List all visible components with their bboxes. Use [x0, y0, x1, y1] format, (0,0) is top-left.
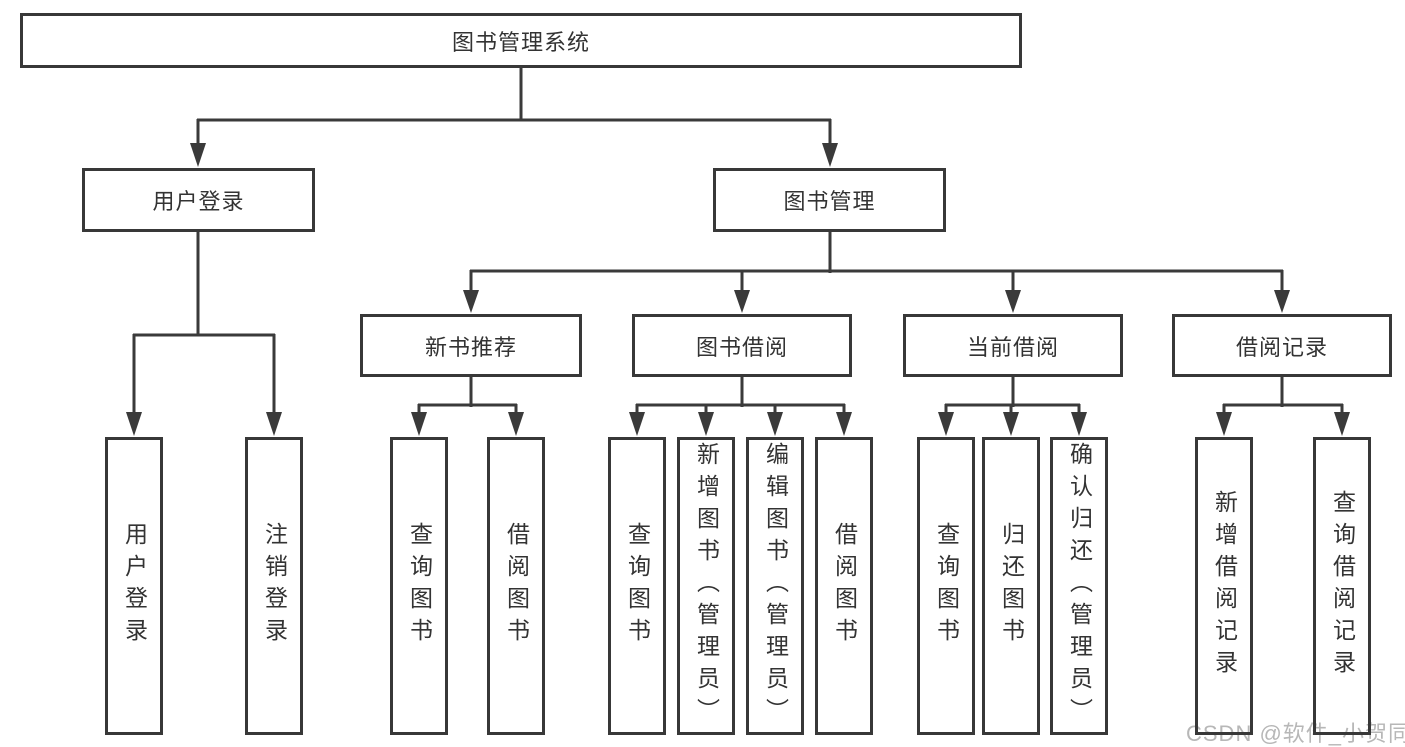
- node-label: 查询图书: [406, 522, 433, 650]
- node-label: 图书借阅: [695, 334, 788, 360]
- leaf-query-book: 查询图书: [917, 437, 975, 735]
- arrowhead: [1334, 412, 1350, 436]
- node-label: 图书管理: [783, 189, 876, 214]
- node-label: 确认归还（管理员）: [1066, 442, 1093, 730]
- leaf-borrow-book: 借阅图书: [815, 437, 873, 735]
- arrowhead: [266, 412, 282, 436]
- node-label: 当前借阅: [966, 334, 1059, 360]
- arrowhead: [190, 143, 206, 167]
- node-label: 借阅记录: [1235, 334, 1328, 360]
- arrowhead: [734, 290, 750, 313]
- leaf-add-borrow-record: 新增借阅记录: [1195, 437, 1253, 735]
- node-label: 新书推荐: [424, 334, 517, 360]
- arrowhead: [126, 412, 142, 436]
- node-label: 注销登录: [261, 522, 288, 650]
- node-new-book-recommend: 新书推荐: [360, 314, 582, 377]
- node-user-login: 用户登录: [82, 168, 315, 232]
- node-library-management-system: 图书管理系统: [20, 13, 1022, 68]
- leaf-query-borrow-record: 查询借阅记录: [1313, 437, 1371, 735]
- node-label: 借阅图书: [503, 522, 530, 650]
- arrowhead: [1003, 412, 1019, 436]
- node-label: 用户登录: [121, 522, 148, 650]
- leaf-edit-book-admin: 编辑图书（管理员）: [746, 437, 804, 735]
- arrowhead: [1216, 412, 1232, 436]
- node-book-borrow: 图书借阅: [632, 314, 852, 377]
- node-label: 归还图书: [998, 522, 1025, 650]
- leaf-logout: 注销登录: [245, 437, 303, 735]
- node-current-borrow: 当前借阅: [903, 314, 1123, 377]
- arrowhead: [767, 412, 783, 436]
- leaf-user-login: 用户登录: [105, 437, 163, 735]
- arrowhead: [938, 412, 954, 436]
- node-label: 查询图书: [933, 522, 960, 650]
- leaf-confirm-return-admin: 确认归还（管理员）: [1050, 437, 1108, 735]
- leaf-query-book: 查询图书: [608, 437, 666, 735]
- arrowhead: [463, 290, 479, 313]
- arrowhead: [1071, 412, 1087, 436]
- node-label: 新增图书（管理员）: [693, 442, 720, 730]
- arrowhead: [1274, 290, 1290, 313]
- leaf-add-book-admin: 新增图书（管理员）: [677, 437, 735, 735]
- node-label: 查询借阅记录: [1329, 490, 1356, 682]
- leaf-query-book: 查询图书: [390, 437, 448, 735]
- arrowhead: [1005, 290, 1021, 313]
- node-label: 用户登录: [152, 189, 245, 214]
- leaf-return-book: 归还图书: [982, 437, 1040, 735]
- node-label: 借阅图书: [831, 522, 858, 650]
- arrowhead: [698, 412, 714, 436]
- arrowhead: [508, 412, 524, 436]
- arrowhead: [629, 412, 645, 436]
- arrowhead: [836, 412, 852, 436]
- node-label: 查询图书: [624, 522, 651, 650]
- node-borrow-records: 借阅记录: [1172, 314, 1392, 377]
- node-label: 新增借阅记录: [1211, 490, 1238, 682]
- node-label: 图书管理系统: [451, 29, 590, 55]
- arrowhead: [822, 143, 838, 167]
- arrowhead: [411, 412, 427, 436]
- node-book-management: 图书管理: [713, 168, 946, 232]
- leaf-borrow-book: 借阅图书: [487, 437, 545, 735]
- node-label: 编辑图书（管理员）: [762, 442, 789, 730]
